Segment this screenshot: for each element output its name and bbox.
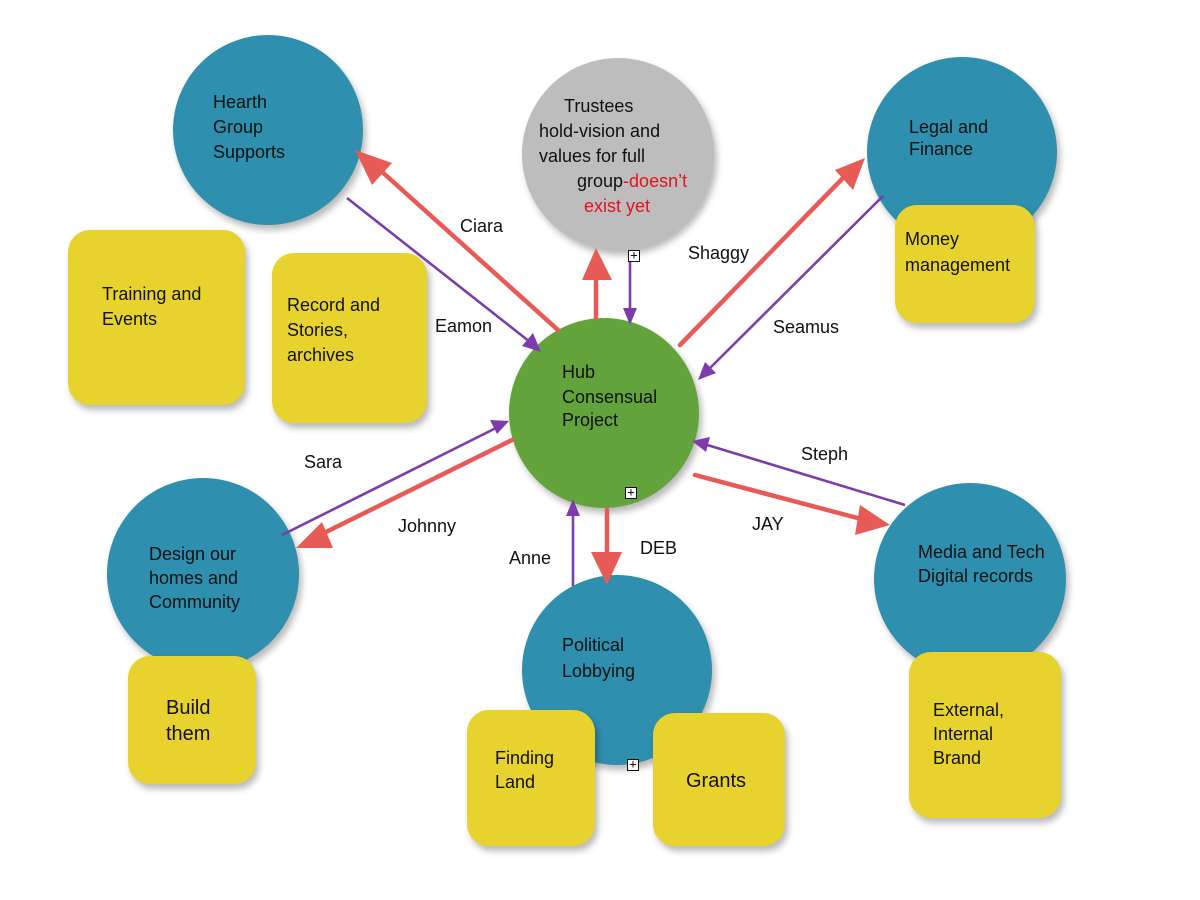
legal-text-1: Legal and — [909, 117, 989, 137]
design-text-3: Community — [149, 592, 241, 612]
sticky-grants[interactable]: Grants — [653, 713, 785, 846]
hub-text-1: Hub — [562, 362, 596, 382]
sticky-money-management[interactable]: Money management — [895, 205, 1035, 323]
connection-label-anne: Anne — [509, 548, 552, 568]
connection-label-shaggy: Shaggy — [688, 243, 750, 263]
sticky-finding-land[interactable]: Finding Land — [467, 710, 595, 846]
money-text-1: Money — [905, 229, 960, 249]
node-hub-consensual-project[interactable]: Hub Consensual Project — [509, 318, 699, 508]
arrowhead-hub-to-trustees — [582, 248, 612, 280]
design-text-2: homes and — [149, 568, 239, 588]
trustees-text-4: group-doesn’t — [577, 169, 687, 194]
sticky-record-and-stories[interactable]: Record and Stories, archives — [272, 253, 427, 423]
arrowhead-legal-to-hub — [698, 362, 716, 380]
political-text-1: Political — [562, 635, 625, 655]
brand-text-1: External, — [933, 700, 1005, 720]
sticky-training-and-events[interactable]: Training and Events — [68, 230, 245, 405]
trustees-text-4a: group — [577, 171, 624, 191]
node-trustees[interactable]: Trustees hold-vision and values for full… — [522, 58, 714, 250]
connection-label-seamus: Seamus — [773, 317, 840, 337]
arrowhead-hub-to-legal — [835, 158, 865, 190]
connection-label-steph: Steph — [801, 444, 849, 464]
node-media-and-tech[interactable]: Media and Tech Digital records — [874, 483, 1066, 675]
expand-toggle-hub[interactable]: + — [625, 486, 637, 499]
media-text-1: Media and Tech — [918, 542, 1045, 562]
sticky-external-internal-brand[interactable]: External, Internal Brand — [909, 652, 1061, 818]
connection-label-eamon: Eamon — [435, 316, 493, 336]
legal-text-2: Finance — [909, 139, 974, 159]
political-text-2: Lobbying — [562, 661, 636, 681]
connection-label-johnny: Johnny — [398, 516, 457, 536]
media-text-2: Digital records — [918, 566, 1034, 586]
hub-text-3: Project — [562, 410, 619, 430]
brand-text-3: Brand — [933, 748, 982, 768]
build-text-1: Build — [166, 697, 211, 719]
sticky-build-them[interactable]: Build them — [128, 656, 256, 784]
sticky-records-text-3: archives — [287, 345, 355, 365]
node-hearth-group-supports[interactable]: Hearth Group Supports — [173, 35, 363, 225]
sticky-records-text-1: Record and — [287, 295, 381, 315]
land-text-1: Finding — [495, 748, 555, 768]
expand-toggle-trustees[interactable]: + — [628, 249, 640, 262]
connection-label-deb: DEB — [640, 538, 678, 558]
arrow-legal-to-hub — [707, 195, 884, 371]
arrowhead-design-to-hub — [490, 420, 509, 434]
trustees-text-1: Trustees — [564, 96, 634, 116]
design-text-1: Design our — [149, 544, 237, 564]
arrowhead-hub-to-media — [855, 505, 890, 535]
sticky-training-text-2: Events — [102, 309, 158, 329]
trustees-text-3: values for full — [539, 146, 646, 166]
connection-label-jay: JAY — [752, 514, 784, 534]
hub-text-2: Consensual — [562, 387, 658, 407]
hearth-text-3: Supports — [213, 142, 286, 162]
brand-text-2: Internal — [933, 724, 994, 744]
arrowhead-hub-to-hearth — [355, 150, 392, 185]
grants-text-1: Grants — [686, 770, 747, 792]
arrowhead-hub-to-design — [296, 522, 333, 548]
node-design-our-homes[interactable]: Design our homes and Community — [107, 478, 299, 670]
connection-label-ciara: Ciara — [460, 216, 504, 236]
money-text-2: management — [905, 255, 1011, 275]
expand-toggle-political[interactable]: + — [627, 758, 639, 771]
build-text-2: them — [166, 723, 211, 745]
land-text-2: Land — [495, 772, 536, 792]
trustees-warning-text: -doesn’t — [623, 171, 688, 191]
hearth-text-1: Hearth — [213, 92, 268, 112]
connection-label-sara: Sara — [304, 452, 343, 472]
sticky-records-text-2: Stories, — [287, 320, 349, 340]
trustees-text-5: exist yet — [584, 196, 651, 216]
trustees-text-2: hold-vision and — [539, 121, 661, 141]
hearth-text-2: Group — [213, 117, 264, 137]
sticky-training-text-1: Training and — [102, 284, 202, 304]
arrow-design-to-hub — [281, 425, 499, 537]
